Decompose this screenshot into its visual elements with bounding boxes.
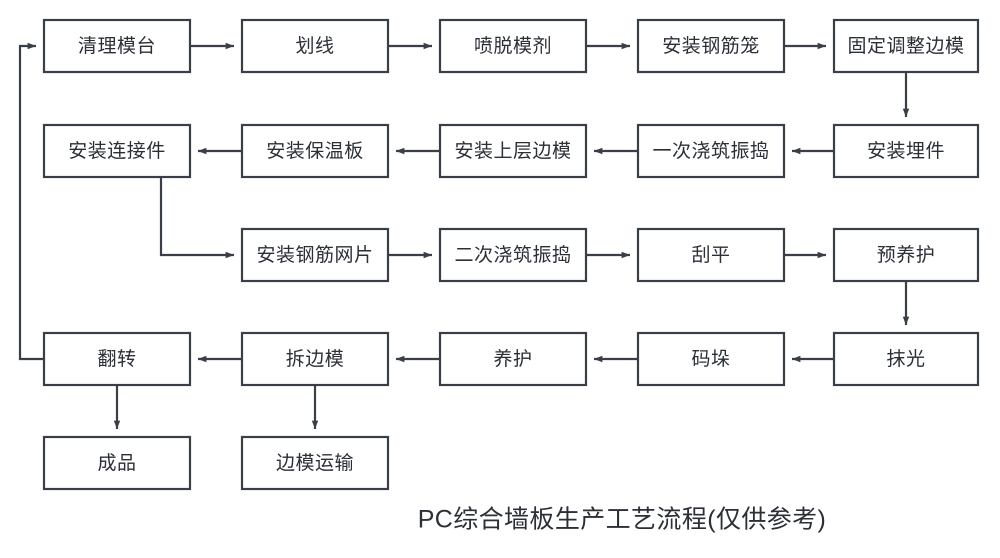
flow-node-n1[interactable]: 清理模台 [42, 18, 192, 74]
flow-node-label: 安装钢筋网片 [256, 244, 373, 266]
flow-node-box[interactable] [240, 123, 390, 179]
flow-node-box[interactable] [42, 435, 192, 491]
flow-node-n5[interactable]: 固定调整边模 [832, 18, 980, 74]
flow-node-box[interactable] [438, 331, 588, 387]
flow-node-box[interactable] [636, 331, 786, 387]
flow-node-box[interactable] [636, 18, 786, 74]
flow-node-box[interactable] [42, 18, 192, 74]
flow-node-n12[interactable]: 二次浇筑振捣 [438, 227, 588, 283]
flow-node-n20[interactable]: 成品 [42, 435, 192, 491]
flow-node-label: 安装埋件 [867, 140, 945, 162]
flow-node-box[interactable] [438, 18, 588, 74]
flow-node-n6[interactable]: 安装埋件 [832, 123, 980, 179]
flow-node-label: 养护 [493, 348, 532, 370]
flow-node-box[interactable] [240, 18, 390, 74]
flow-node-n7[interactable]: 一次浇筑振捣 [636, 123, 786, 179]
edge-n10-to-n11 [159, 177, 235, 259]
flow-node-box[interactable] [42, 331, 192, 387]
edge-layer [18, 42, 910, 430]
flow-node-label: 成品 [97, 452, 136, 474]
flow-node-box[interactable] [240, 435, 390, 491]
flow-node-box[interactable] [636, 227, 786, 283]
flow-node-box[interactable] [832, 331, 980, 387]
diagram-caption: PC综合墙板生产工艺流程(仅供参考) [418, 506, 827, 534]
flow-node-label: 二次浇筑振捣 [454, 244, 571, 266]
flow-node-box[interactable] [240, 227, 390, 283]
flow-node-n3[interactable]: 喷脱模剂 [438, 18, 588, 74]
flow-node-n19[interactable]: 翻转 [42, 331, 192, 387]
flow-node-label: 码垛 [691, 348, 730, 370]
flow-node-label: 清理模台 [78, 35, 156, 57]
flow-node-n4[interactable]: 安装钢筋笼 [636, 18, 786, 74]
flow-node-n17[interactable]: 养护 [438, 331, 588, 387]
flow-node-box[interactable] [438, 227, 588, 283]
flow-node-label: 翻转 [97, 348, 136, 370]
flow-node-box[interactable] [832, 227, 980, 283]
flow-node-n10[interactable]: 安装连接件 [42, 123, 192, 179]
flow-node-label: 预养护 [877, 244, 936, 266]
flow-node-label: 安装保温板 [266, 140, 364, 162]
flow-node-box[interactable] [240, 331, 390, 387]
flow-node-n15[interactable]: 抹光 [832, 331, 980, 387]
flow-node-n21[interactable]: 边模运输 [240, 435, 390, 491]
flow-node-n9[interactable]: 安装保温板 [240, 123, 390, 179]
flow-node-label: 刮平 [691, 244, 730, 266]
flow-node-n14[interactable]: 预养护 [832, 227, 980, 283]
flow-node-label: 抹光 [886, 348, 925, 370]
flow-node-n13[interactable]: 刮平 [636, 227, 786, 283]
flow-node-n11[interactable]: 安装钢筋网片 [240, 227, 390, 283]
flow-node-n2[interactable]: 划线 [240, 18, 390, 74]
flow-node-label: 一次浇筑振捣 [652, 140, 769, 162]
flow-node-label: 安装连接件 [68, 140, 166, 162]
edge-n19-to-n1 [18, 42, 44, 361]
flow-node-box[interactable] [438, 123, 588, 179]
flow-node-label: 边模运输 [276, 452, 354, 474]
flow-node-label: 安装上层边模 [454, 140, 571, 162]
flow-node-n8[interactable]: 安装上层边模 [438, 123, 588, 179]
flow-node-label: 喷脱模剂 [474, 35, 552, 57]
flow-node-n18[interactable]: 拆边模 [240, 331, 390, 387]
flow-node-box[interactable] [42, 123, 192, 179]
flow-node-box[interactable] [636, 123, 786, 179]
flow-node-label: 划线 [295, 35, 334, 57]
flow-node-label: 拆边模 [286, 348, 345, 370]
flow-node-n16[interactable]: 码垛 [636, 331, 786, 387]
flow-node-box[interactable] [832, 123, 980, 179]
flow-node-box[interactable] [832, 18, 980, 74]
flow-node-label: 安装钢筋笼 [662, 35, 760, 57]
flow-node-label: 固定调整边模 [847, 35, 964, 57]
